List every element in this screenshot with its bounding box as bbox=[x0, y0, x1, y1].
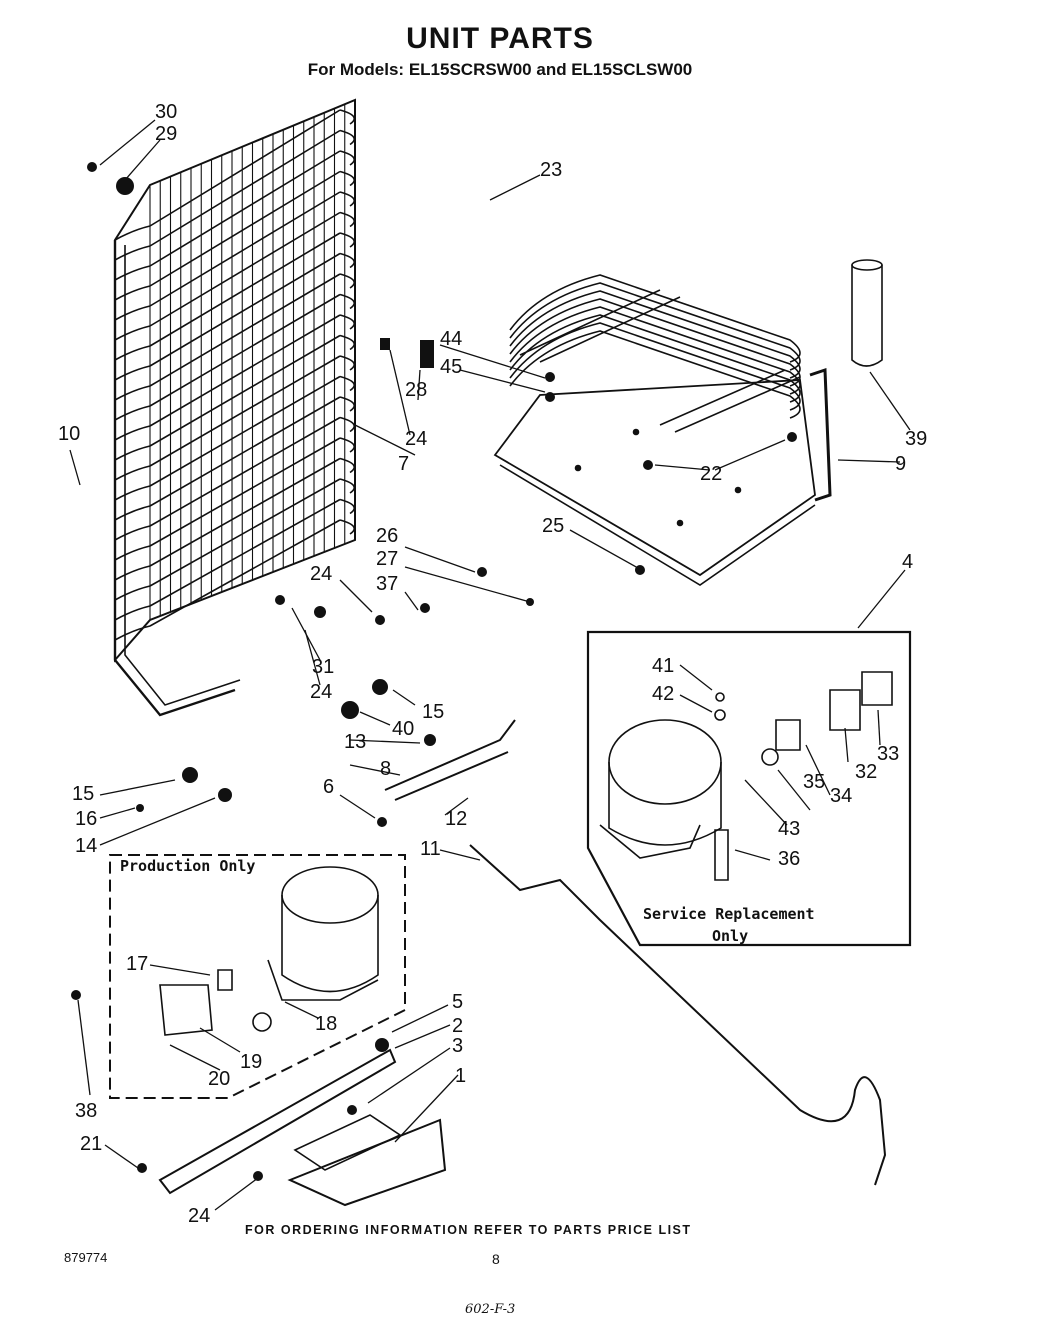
leader-lines bbox=[69, 119, 911, 1211]
callout-24: 24 bbox=[405, 428, 427, 450]
document-number: 879774 bbox=[64, 1250, 108, 1265]
callout-34: 34 bbox=[830, 785, 852, 807]
callout-12: 12 bbox=[445, 808, 467, 830]
base-rails bbox=[158, 1048, 447, 1207]
callout-43: 43 bbox=[778, 818, 800, 840]
callout-31: 31 bbox=[312, 656, 334, 678]
callout-1: 1 bbox=[455, 1065, 466, 1087]
callout-35: 35 bbox=[803, 771, 825, 793]
callout-17: 17 bbox=[126, 953, 148, 975]
fasteners bbox=[71, 162, 797, 1181]
callout-32: 32 bbox=[855, 761, 877, 783]
callout-16: 16 bbox=[75, 808, 97, 830]
callout-13: 13 bbox=[344, 731, 366, 753]
callout-24: 24 bbox=[310, 563, 332, 585]
page-number: 8 bbox=[492, 1251, 500, 1267]
condenser-wires bbox=[149, 100, 356, 620]
evaporator-coil bbox=[493, 274, 832, 586]
callout-36: 36 bbox=[778, 848, 800, 870]
callout-22: 22 bbox=[700, 463, 722, 485]
evaporator-tubes bbox=[509, 274, 801, 433]
condenser-coil bbox=[113, 98, 356, 717]
callout-15: 15 bbox=[422, 701, 444, 723]
callout-25: 25 bbox=[542, 515, 564, 537]
ordering-information-note: FOR ORDERING INFORMATION REFER TO PARTS … bbox=[245, 1223, 692, 1237]
callout-28: 28 bbox=[405, 379, 427, 401]
callout-3: 3 bbox=[452, 1035, 463, 1057]
callout-45: 45 bbox=[440, 356, 462, 378]
callout-11: 11 bbox=[420, 838, 441, 860]
page-title: UNIT PARTS bbox=[406, 22, 594, 55]
production-only-box bbox=[109, 854, 406, 1099]
service-replacement-box bbox=[586, 630, 912, 947]
callout-5: 5 bbox=[452, 991, 463, 1013]
drain-tube bbox=[851, 259, 883, 367]
condenser-tube-loops bbox=[114, 109, 356, 641]
callout-38: 38 bbox=[75, 1100, 97, 1122]
callout-18: 18 bbox=[315, 1013, 337, 1035]
callout-9: 9 bbox=[895, 453, 906, 475]
callout-26: 26 bbox=[376, 525, 398, 547]
callout-40: 40 bbox=[392, 718, 414, 740]
production-only-label: Production Only bbox=[120, 857, 256, 875]
drier bbox=[384, 719, 516, 801]
handwritten-note: 602-F-3 bbox=[465, 1302, 516, 1317]
callout-39: 39 bbox=[905, 428, 927, 450]
service-replacement-label: Service Replacement bbox=[643, 905, 815, 923]
callout-14: 14 bbox=[75, 835, 97, 857]
callout-20: 20 bbox=[208, 1068, 230, 1090]
callout-10: 10 bbox=[58, 423, 80, 445]
callout-7: 7 bbox=[398, 453, 409, 475]
callout-41: 41 bbox=[652, 655, 674, 677]
callout-44: 44 bbox=[440, 328, 462, 350]
callout-24: 24 bbox=[310, 681, 332, 703]
callout-37: 37 bbox=[376, 573, 398, 595]
service-replacement-only-label: Only bbox=[712, 927, 749, 945]
callout-8: 8 bbox=[380, 758, 391, 780]
callout-30: 30 bbox=[155, 101, 177, 123]
callout-42: 42 bbox=[652, 683, 674, 705]
callout-23: 23 bbox=[540, 159, 562, 181]
service-compressor bbox=[599, 671, 893, 881]
callout-4: 4 bbox=[902, 551, 913, 573]
callout-33: 33 bbox=[877, 743, 899, 765]
callout-24: 24 bbox=[188, 1205, 210, 1227]
callout-2: 2 bbox=[452, 1015, 463, 1037]
callout-6: 6 bbox=[323, 776, 334, 798]
callout-21: 21 bbox=[80, 1133, 102, 1155]
callout-27: 27 bbox=[376, 548, 398, 570]
callout-19: 19 bbox=[240, 1051, 262, 1073]
callout-15: 15 bbox=[72, 783, 94, 805]
callout-29: 29 bbox=[155, 123, 177, 145]
capillary-tube bbox=[469, 844, 887, 1186]
production-compressor bbox=[159, 866, 379, 1036]
page-subtitle: For Models: EL15SCRSW00 and EL15SCLSW00 bbox=[307, 60, 693, 79]
